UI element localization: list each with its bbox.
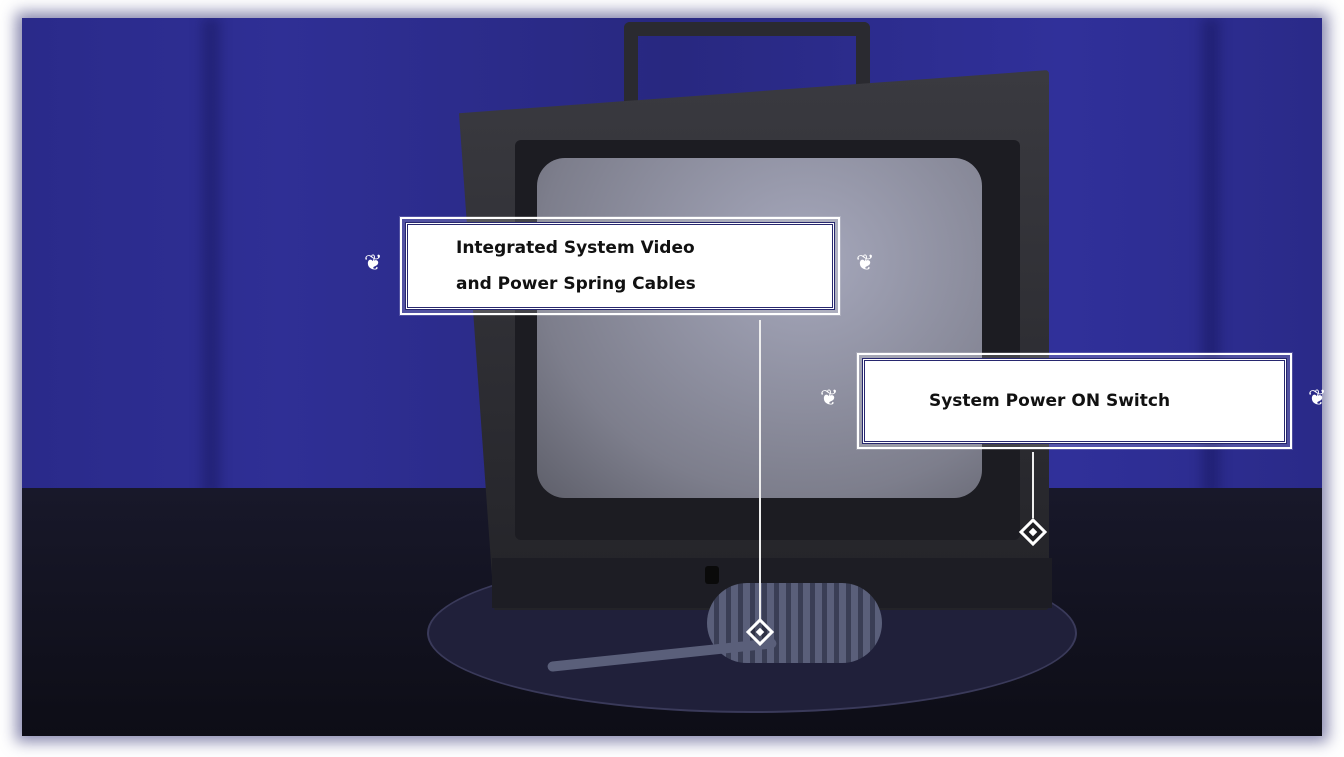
ornament-icon: ❦	[820, 386, 839, 411]
annotation-text: Integrated System Video	[456, 238, 695, 258]
video-port	[705, 566, 719, 584]
annotation-text: System Power ON Switch	[928, 391, 1171, 411]
annotation-text: and Power Spring Cables	[456, 274, 696, 294]
ornament-icon: ❦	[856, 251, 875, 276]
ornament-icon: ❦	[1308, 386, 1327, 411]
annotation-cables: Integrated System Video and Power Spring…	[400, 217, 840, 315]
annotation-power-switch: System Power ON Switch	[857, 353, 1292, 449]
callout-line	[759, 320, 761, 620]
callout-line	[1032, 452, 1034, 518]
curtain-fold	[202, 18, 220, 498]
monitor-handle	[624, 22, 870, 102]
ornament-icon: ❦	[364, 251, 383, 276]
